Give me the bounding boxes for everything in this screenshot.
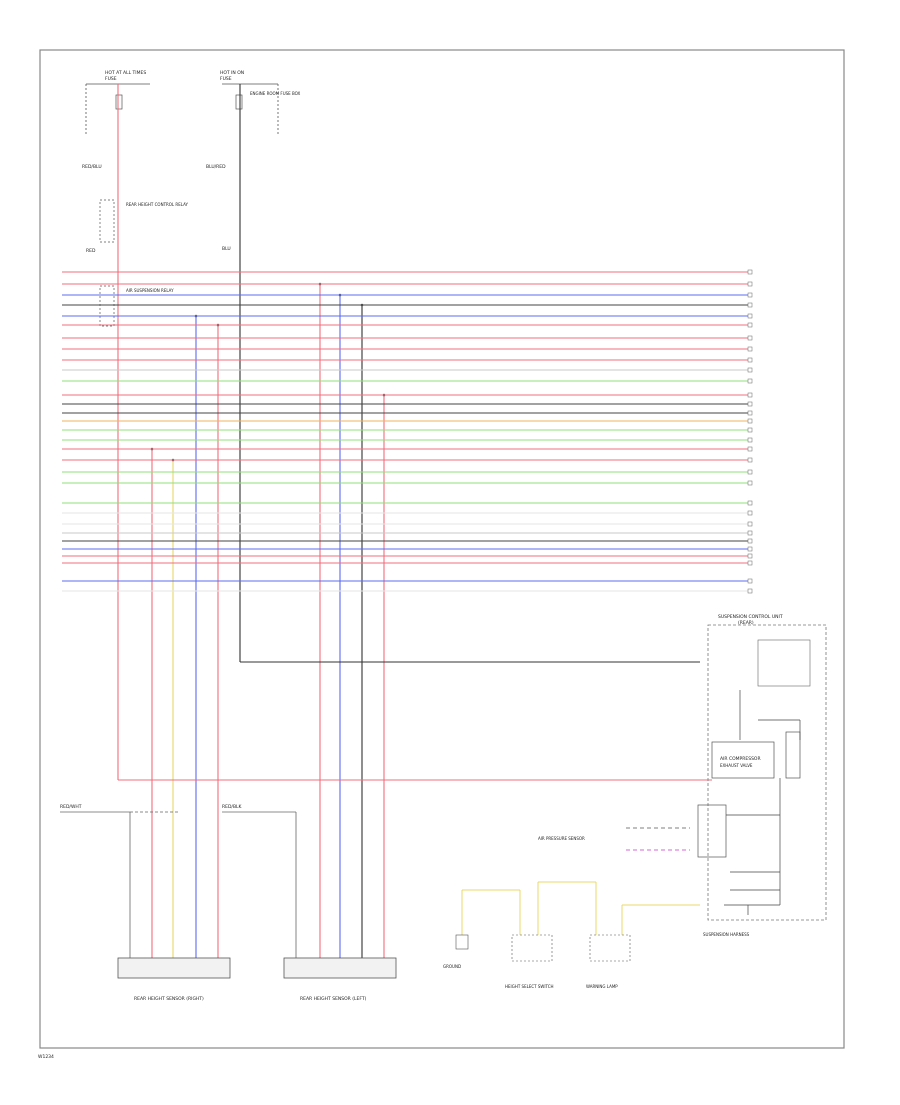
footer-code: W1234: [38, 1054, 54, 1060]
connector-pin: [747, 292, 753, 298]
connector-right-title: SUSPENSION CONTROL UNIT: [718, 614, 783, 620]
connector-pin: [747, 521, 753, 527]
connector-pin: [747, 538, 753, 544]
fuse-right: HOT IN ON FUSE ENGINE ROOM FUSE BOX: [220, 70, 301, 135]
right-wire-label: BLU/RED: [206, 164, 226, 170]
connector-pin: [747, 427, 753, 433]
small-components: GROUND HEIGHT SELECT SWITCH WARNING LAMP: [443, 881, 700, 989]
connector-pin: [747, 510, 753, 516]
air-suspension-relay-label: AIR SUSPENSION RELAY: [126, 288, 174, 293]
sensor-left: RED/WHT REAR HEIGHT SENSOR (RIGHT): [60, 804, 231, 1002]
right-wire-code: BLU: [222, 246, 231, 252]
connector-pin: [747, 322, 753, 328]
suspension-module: AIR COMPRESSOR EXHAUST VALVE: [697, 624, 827, 921]
harness-label: SUSPENSION HARNESS: [703, 932, 750, 937]
connector-pin: [747, 500, 753, 506]
fuse-right-sub: FUSE: [220, 76, 232, 82]
connector-pin: [747, 578, 753, 584]
fuse-right-note: ENGINE ROOM FUSE BOX: [250, 91, 301, 96]
connector-pin: [747, 410, 753, 416]
rear-height-relay-label: REAR HEIGHT CONTROL RELAY: [126, 202, 188, 207]
connector-pin: [747, 546, 753, 552]
connector-pin: [747, 530, 753, 536]
module-sub: EXHAUST VALVE: [720, 763, 753, 768]
connector-pin: [747, 392, 753, 398]
connector-right-sub: (REAR): [738, 620, 754, 626]
left-wire-code: RED: [86, 248, 96, 254]
sensor-right: RED/BLK REAR HEIGHT SENSOR (LEFT): [222, 804, 397, 1002]
rear-height-relay: REAR HEIGHT CONTROL RELAY: [99, 199, 188, 243]
connector-pin: [747, 346, 753, 352]
connector-pin: [747, 378, 753, 384]
connector-pin: [747, 469, 753, 475]
height-switch-label: HEIGHT SELECT SWITCH: [505, 984, 554, 989]
connector-pin: [747, 367, 753, 373]
diagram-frame: [39, 49, 845, 1049]
air-pressure-label: AIR PRESSURE SENSOR: [538, 836, 585, 841]
connector-pin: [747, 357, 753, 363]
sensor-right-label: REAR HEIGHT SENSOR (LEFT): [300, 996, 367, 1002]
module-label: AIR COMPRESSOR: [720, 756, 761, 762]
connector-pin: [747, 313, 753, 319]
fuse-left-title: HOT AT ALL TIMES: [105, 70, 146, 76]
connector-pin: [747, 437, 753, 443]
connector-pin: [747, 418, 753, 424]
air-suspension-relay: AIR SUSPENSION RELAY: [99, 285, 174, 327]
ground-label: GROUND: [443, 964, 461, 969]
connector-pin: [747, 588, 753, 594]
connector-pin: [747, 457, 753, 463]
vertical-wires: [117, 84, 712, 958]
fuse-left-sub: FUSE: [105, 76, 117, 82]
connector-pin: [747, 480, 753, 486]
fuse-right-title: HOT IN ON: [220, 70, 244, 76]
connector-pin: [747, 302, 753, 308]
connector-pins: [747, 269, 753, 594]
horizontal-wires: [62, 271, 748, 592]
left-wire-label: RED/BLU: [82, 164, 102, 170]
connector-pin: [747, 269, 753, 275]
connector-pin: [747, 446, 753, 452]
fuse-right-symbol: [235, 94, 243, 110]
warning-lamp-label: WARNING LAMP: [586, 984, 618, 989]
sensor-left-wire-label: RED/WHT: [60, 804, 82, 810]
fuse-left-symbol: [115, 94, 123, 110]
sensor-right-wire-label: RED/BLK: [222, 804, 243, 810]
connector-pin: [747, 335, 753, 341]
connector-pin: [747, 281, 753, 287]
sensor-left-label: REAR HEIGHT SENSOR (RIGHT): [134, 996, 204, 1002]
connector-pin: [747, 401, 753, 407]
connector-pin: [747, 560, 753, 566]
connector-pin: [747, 553, 753, 559]
